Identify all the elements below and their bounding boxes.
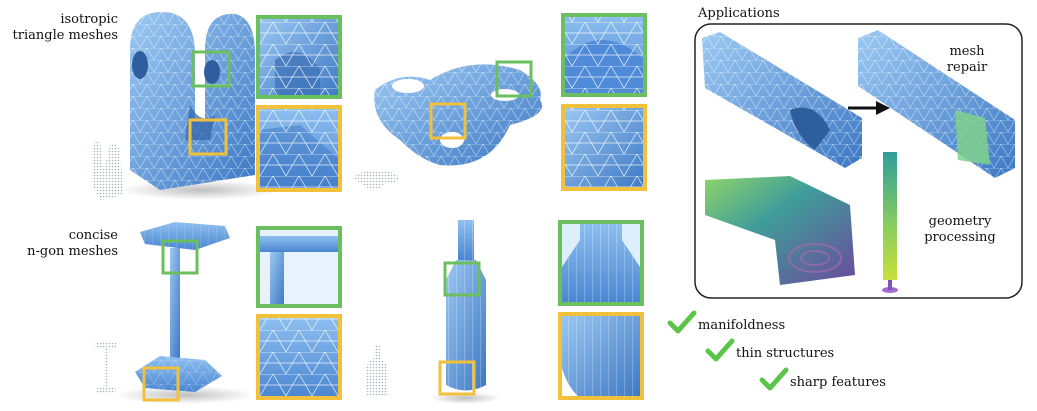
repair-arrow <box>848 101 890 115</box>
table-zoom-yellow <box>256 314 342 400</box>
spinner-mesh <box>374 64 542 166</box>
geometry-processing-pole <box>882 152 898 293</box>
table-yellow-highlight <box>142 366 180 402</box>
spinner-point-cloud <box>352 170 400 191</box>
spinner-green-highlight <box>495 60 533 98</box>
table-point-cloud <box>94 341 118 394</box>
table-mesh <box>115 222 255 404</box>
table-zoom-green <box>256 226 342 308</box>
geometry-processing-mesh <box>705 176 855 285</box>
mesh-repair-label: mesh repair <box>932 44 1002 76</box>
row-label-line-2: triangle meshes <box>12 28 118 43</box>
check-thin-structures-icon <box>705 338 735 362</box>
row-label-line-1: concise <box>68 228 118 243</box>
bracket-zoom-green <box>256 15 342 99</box>
check-sharp-features-icon <box>759 367 789 391</box>
geometry-processing-line-2: processing <box>924 230 996 245</box>
repair-output-mesh <box>858 30 1015 178</box>
bracket-mesh <box>120 11 280 200</box>
row-label-line-2: n-gon meshes <box>27 244 118 259</box>
spinner-zoom-yellow <box>561 104 647 191</box>
bottle-zoom-green <box>558 220 644 306</box>
mesh-repair-line-2: repair <box>946 60 988 75</box>
check-manifoldness-icon <box>667 310 697 334</box>
bracket-green-highlight <box>191 50 231 88</box>
bottle-yellow-highlight <box>438 360 476 396</box>
geometry-processing-line-1: geometry <box>928 214 992 229</box>
spinner-zoom-green <box>561 13 647 97</box>
table-green-highlight <box>161 239 199 275</box>
bottle-mesh <box>430 220 500 404</box>
bottle-point-cloud <box>366 345 388 396</box>
property-thin-structures: thin structures <box>736 346 835 361</box>
row-label-line-1: isotropic <box>60 12 118 27</box>
bottle-green-highlight <box>443 261 481 297</box>
row-label-triangle-meshes: isotropic triangle meshes <box>10 12 118 44</box>
bracket-point-cloud <box>92 141 124 200</box>
geometry-processing-label: geometry processing <box>912 214 1008 246</box>
mesh-repair-line-1: mesh <box>949 44 985 59</box>
property-manifoldness: manifoldness <box>698 318 786 333</box>
bottle-zoom-yellow <box>558 312 644 400</box>
row-label-ngon-meshes: concise n-gon meshes <box>10 228 118 260</box>
bracket-zoom-yellow <box>256 105 342 192</box>
applications-title: Applications <box>698 6 780 21</box>
bracket-yellow-highlight <box>188 118 228 156</box>
spinner-yellow-highlight <box>429 102 467 140</box>
property-sharp-features: sharp features <box>790 375 886 390</box>
repair-input-mesh <box>702 32 862 168</box>
